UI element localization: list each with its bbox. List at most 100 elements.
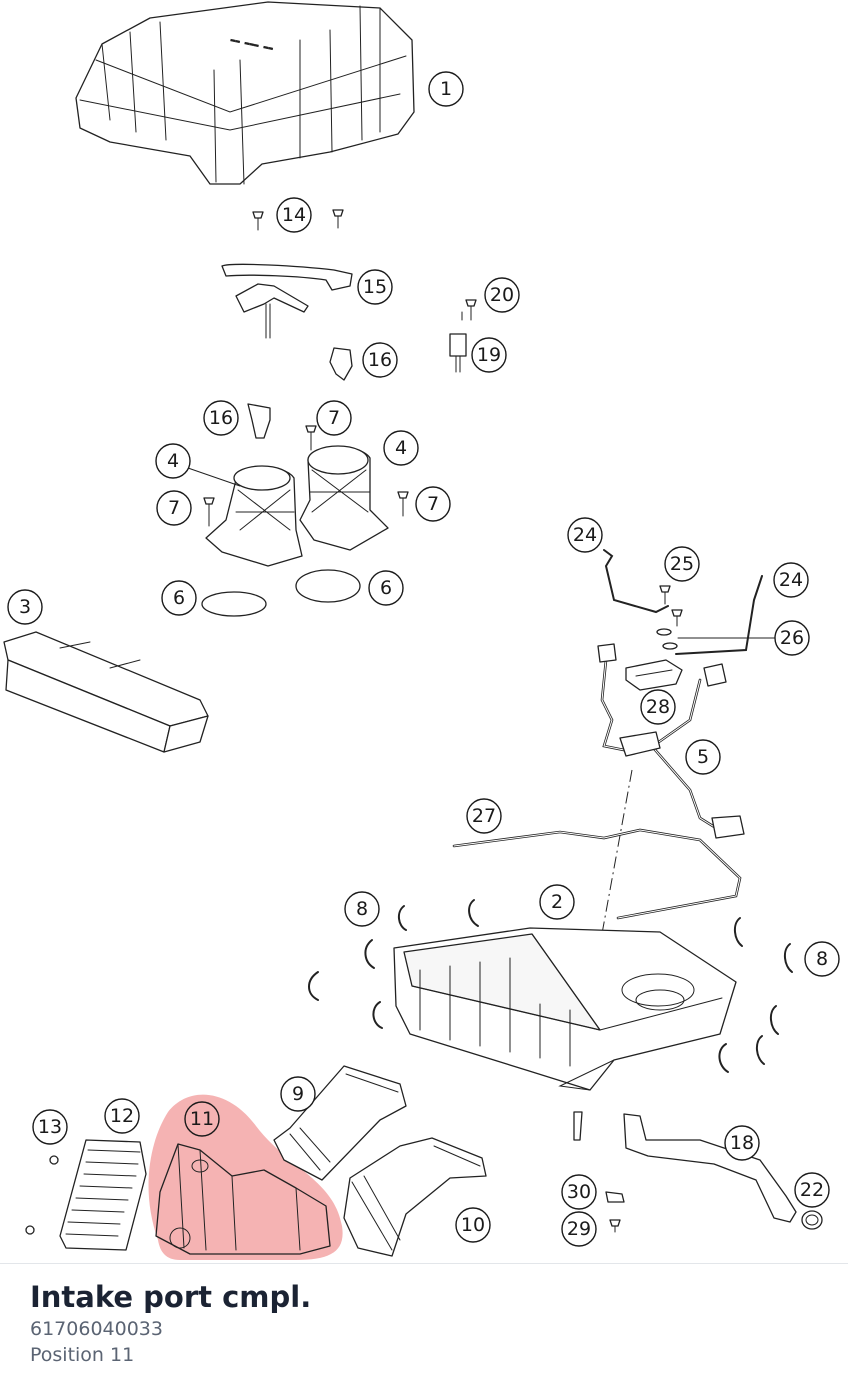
svg-text:29: 29 — [567, 1218, 591, 1240]
svg-text:4: 4 — [167, 450, 179, 472]
part-6-oring-right[interactable] — [295, 569, 361, 603]
svg-text:15: 15 — [363, 276, 387, 298]
part-9-duct[interactable] — [273, 1065, 407, 1181]
callout-30[interactable]: 30 — [561, 1174, 597, 1210]
part-13-nuts[interactable] — [25, 1155, 59, 1235]
leader-line-4 — [187, 467, 241, 487]
callout-26[interactable]: 26 — [774, 620, 810, 656]
svg-text:7: 7 — [168, 497, 180, 519]
callout-7-left[interactable]: 7 — [156, 490, 192, 526]
svg-text:14: 14 — [282, 204, 306, 226]
part-8-clips[interactable] — [308, 899, 793, 1073]
svg-text:6: 6 — [380, 577, 392, 599]
part-12-cover[interactable] — [59, 1139, 147, 1251]
callout-19[interactable]: 19 — [471, 337, 507, 373]
callout-4-left[interactable]: 4 — [155, 443, 191, 479]
callout-24-right[interactable]: 24 — [773, 562, 809, 598]
svg-text:25: 25 — [670, 553, 694, 575]
part-19-sensor[interactable] — [449, 333, 467, 373]
callout-16-lower[interactable]: 16 — [203, 400, 239, 436]
svg-text:4: 4 — [395, 437, 407, 459]
part-26-washers[interactable] — [656, 628, 678, 650]
svg-text:8: 8 — [816, 948, 828, 970]
svg-text:26: 26 — [780, 627, 804, 649]
svg-text:6: 6 — [173, 587, 185, 609]
callout-5[interactable]: 5 — [685, 739, 721, 775]
svg-text:18: 18 — [730, 1132, 754, 1154]
part-16-injector-upper[interactable] — [329, 347, 353, 381]
part-24-bracket-right[interactable] — [675, 575, 763, 655]
part-1-cover[interactable]: ▬▬ ▬▬▬ ▬▬ — [75, 1, 415, 185]
svg-text:24: 24 — [779, 569, 803, 591]
svg-text:16: 16 — [209, 407, 233, 429]
svg-text:7: 7 — [328, 407, 340, 429]
part-14-screws[interactable] — [252, 209, 344, 231]
svg-text:13: 13 — [38, 1116, 62, 1138]
callout-9[interactable]: 9 — [280, 1076, 316, 1112]
callout-6-right[interactable]: 6 — [368, 570, 404, 606]
svg-text:27: 27 — [472, 805, 496, 827]
part-25-screw[interactable] — [659, 585, 683, 627]
part-18-hose[interactable] — [573, 1111, 797, 1223]
part-30-grommet[interactable] — [605, 1191, 625, 1203]
svg-text:24: 24 — [573, 524, 597, 546]
callout-10[interactable]: 10 — [455, 1207, 491, 1243]
part-24-bracket-left[interactable] — [603, 549, 669, 614]
svg-text:10: 10 — [461, 1214, 485, 1236]
callout-11[interactable]: 11 — [184, 1101, 220, 1137]
part-3-air-filter[interactable] — [3, 631, 209, 753]
callout-20[interactable]: 20 — [484, 277, 520, 313]
callout-1[interactable]: 1 — [428, 71, 464, 107]
callout-6-left[interactable]: 6 — [161, 580, 197, 616]
part-11-intake-port[interactable] — [155, 1143, 331, 1255]
svg-text:12: 12 — [110, 1105, 134, 1127]
part-22-clamp[interactable] — [801, 1210, 823, 1230]
callout-2[interactable]: 2 — [539, 884, 575, 920]
svg-text:20: 20 — [490, 284, 514, 306]
svg-text:19: 19 — [477, 344, 501, 366]
part-29-screw[interactable] — [609, 1219, 621, 1233]
svg-text:5: 5 — [697, 746, 709, 768]
callout-18[interactable]: 18 — [724, 1125, 760, 1161]
callout-24-left[interactable]: 24 — [567, 517, 603, 553]
callout-14[interactable]: 14 — [276, 197, 312, 233]
callout-22[interactable]: 22 — [794, 1172, 830, 1208]
callout-25[interactable]: 25 — [664, 546, 700, 582]
svg-text:30: 30 — [567, 1181, 591, 1203]
callout-3[interactable]: 3 — [7, 589, 43, 625]
part-position: Position 11 — [30, 1344, 135, 1366]
callout-15[interactable]: 15 — [357, 269, 393, 305]
part-20-screw[interactable] — [461, 299, 477, 321]
svg-text:1: 1 — [440, 78, 452, 100]
callout-27[interactable]: 27 — [466, 798, 502, 834]
callout-16-upper[interactable]: 16 — [362, 342, 398, 378]
svg-text:3: 3 — [19, 596, 31, 618]
part-4-throttle-body-left[interactable] — [205, 465, 303, 567]
part-28-connector[interactable] — [625, 659, 683, 691]
part-16-injector-lower[interactable] — [247, 403, 271, 439]
part-5-wiring-harness[interactable] — [597, 643, 745, 839]
part-27-tube[interactable] — [452, 828, 742, 920]
callout-28[interactable]: 28 — [640, 689, 676, 725]
callout-29[interactable]: 29 — [561, 1211, 597, 1247]
callout-8-right[interactable]: 8 — [804, 941, 840, 977]
callout-7-upper[interactable]: 7 — [316, 400, 352, 436]
part-7-screws[interactable] — [203, 425, 409, 527]
part-2-airbox[interactable] — [393, 927, 737, 1091]
svg-text:7: 7 — [427, 493, 439, 515]
svg-text:2: 2 — [551, 891, 563, 913]
part-6-oring-left[interactable] — [201, 591, 267, 617]
part-10-duct[interactable] — [343, 1137, 487, 1257]
svg-text:22: 22 — [800, 1179, 824, 1201]
info-divider — [0, 1263, 848, 1264]
callout-13[interactable]: 13 — [32, 1109, 68, 1145]
part-15-fuel-rail[interactable] — [221, 263, 353, 339]
svg-text:11: 11 — [190, 1108, 214, 1130]
callout-12[interactable]: 12 — [104, 1098, 140, 1134]
callout-4-right[interactable]: 4 — [383, 430, 419, 466]
callout-7-right[interactable]: 7 — [415, 486, 451, 522]
part-4-throttle-body-right[interactable] — [299, 445, 389, 551]
part-info-panel: Intake port cmpl. 61706040033 Position 1… — [30, 1278, 311, 1368]
callout-8-left[interactable]: 8 — [344, 891, 380, 927]
svg-text:8: 8 — [356, 898, 368, 920]
